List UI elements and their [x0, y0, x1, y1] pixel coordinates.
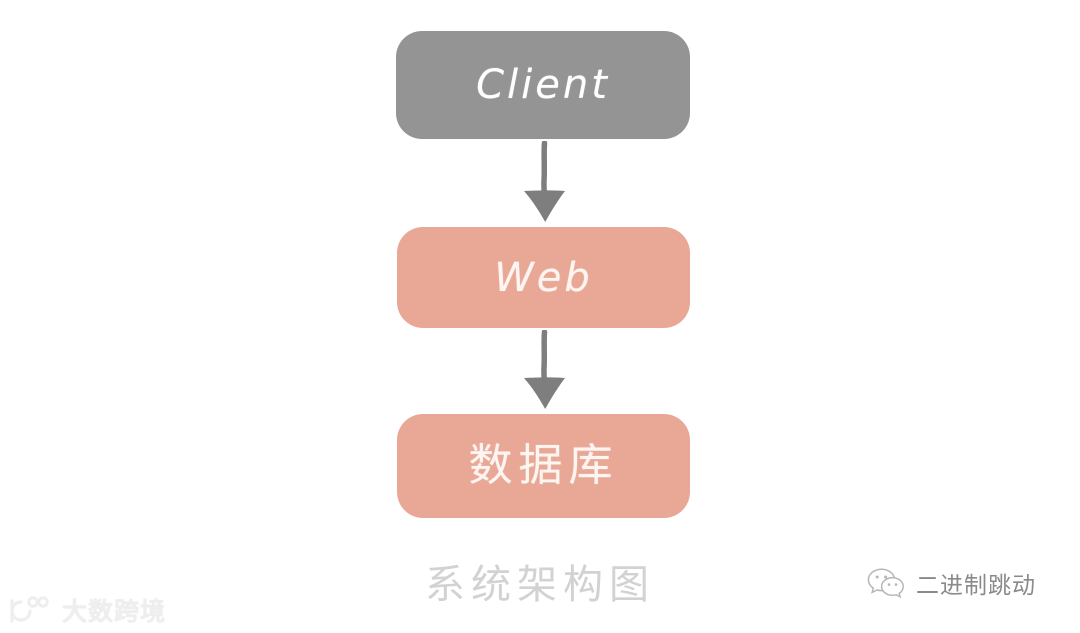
watermark-left-text: 大数跨境 — [62, 597, 167, 626]
wechat-icon — [866, 566, 906, 600]
arrow-web-to-database — [509, 330, 579, 412]
account-badge[interactable]: 二进制跳动 — [866, 566, 1036, 600]
diagram-caption: 系统架构图 — [425, 562, 655, 608]
watermark-left: 大数跨境 — [8, 592, 166, 628]
node-client-label: Client — [476, 62, 610, 108]
node-client[interactable]: Client — [396, 31, 690, 139]
node-database-label: 数据库 — [468, 440, 619, 491]
node-web-label: Web — [494, 254, 593, 301]
arrow-client-to-web — [509, 141, 579, 225]
account-badge-text: 二进制跳动 — [916, 573, 1036, 599]
node-web[interactable]: Web — [397, 227, 690, 328]
brand-logo-icon — [8, 595, 54, 625]
node-database[interactable]: 数据库 — [397, 414, 690, 518]
